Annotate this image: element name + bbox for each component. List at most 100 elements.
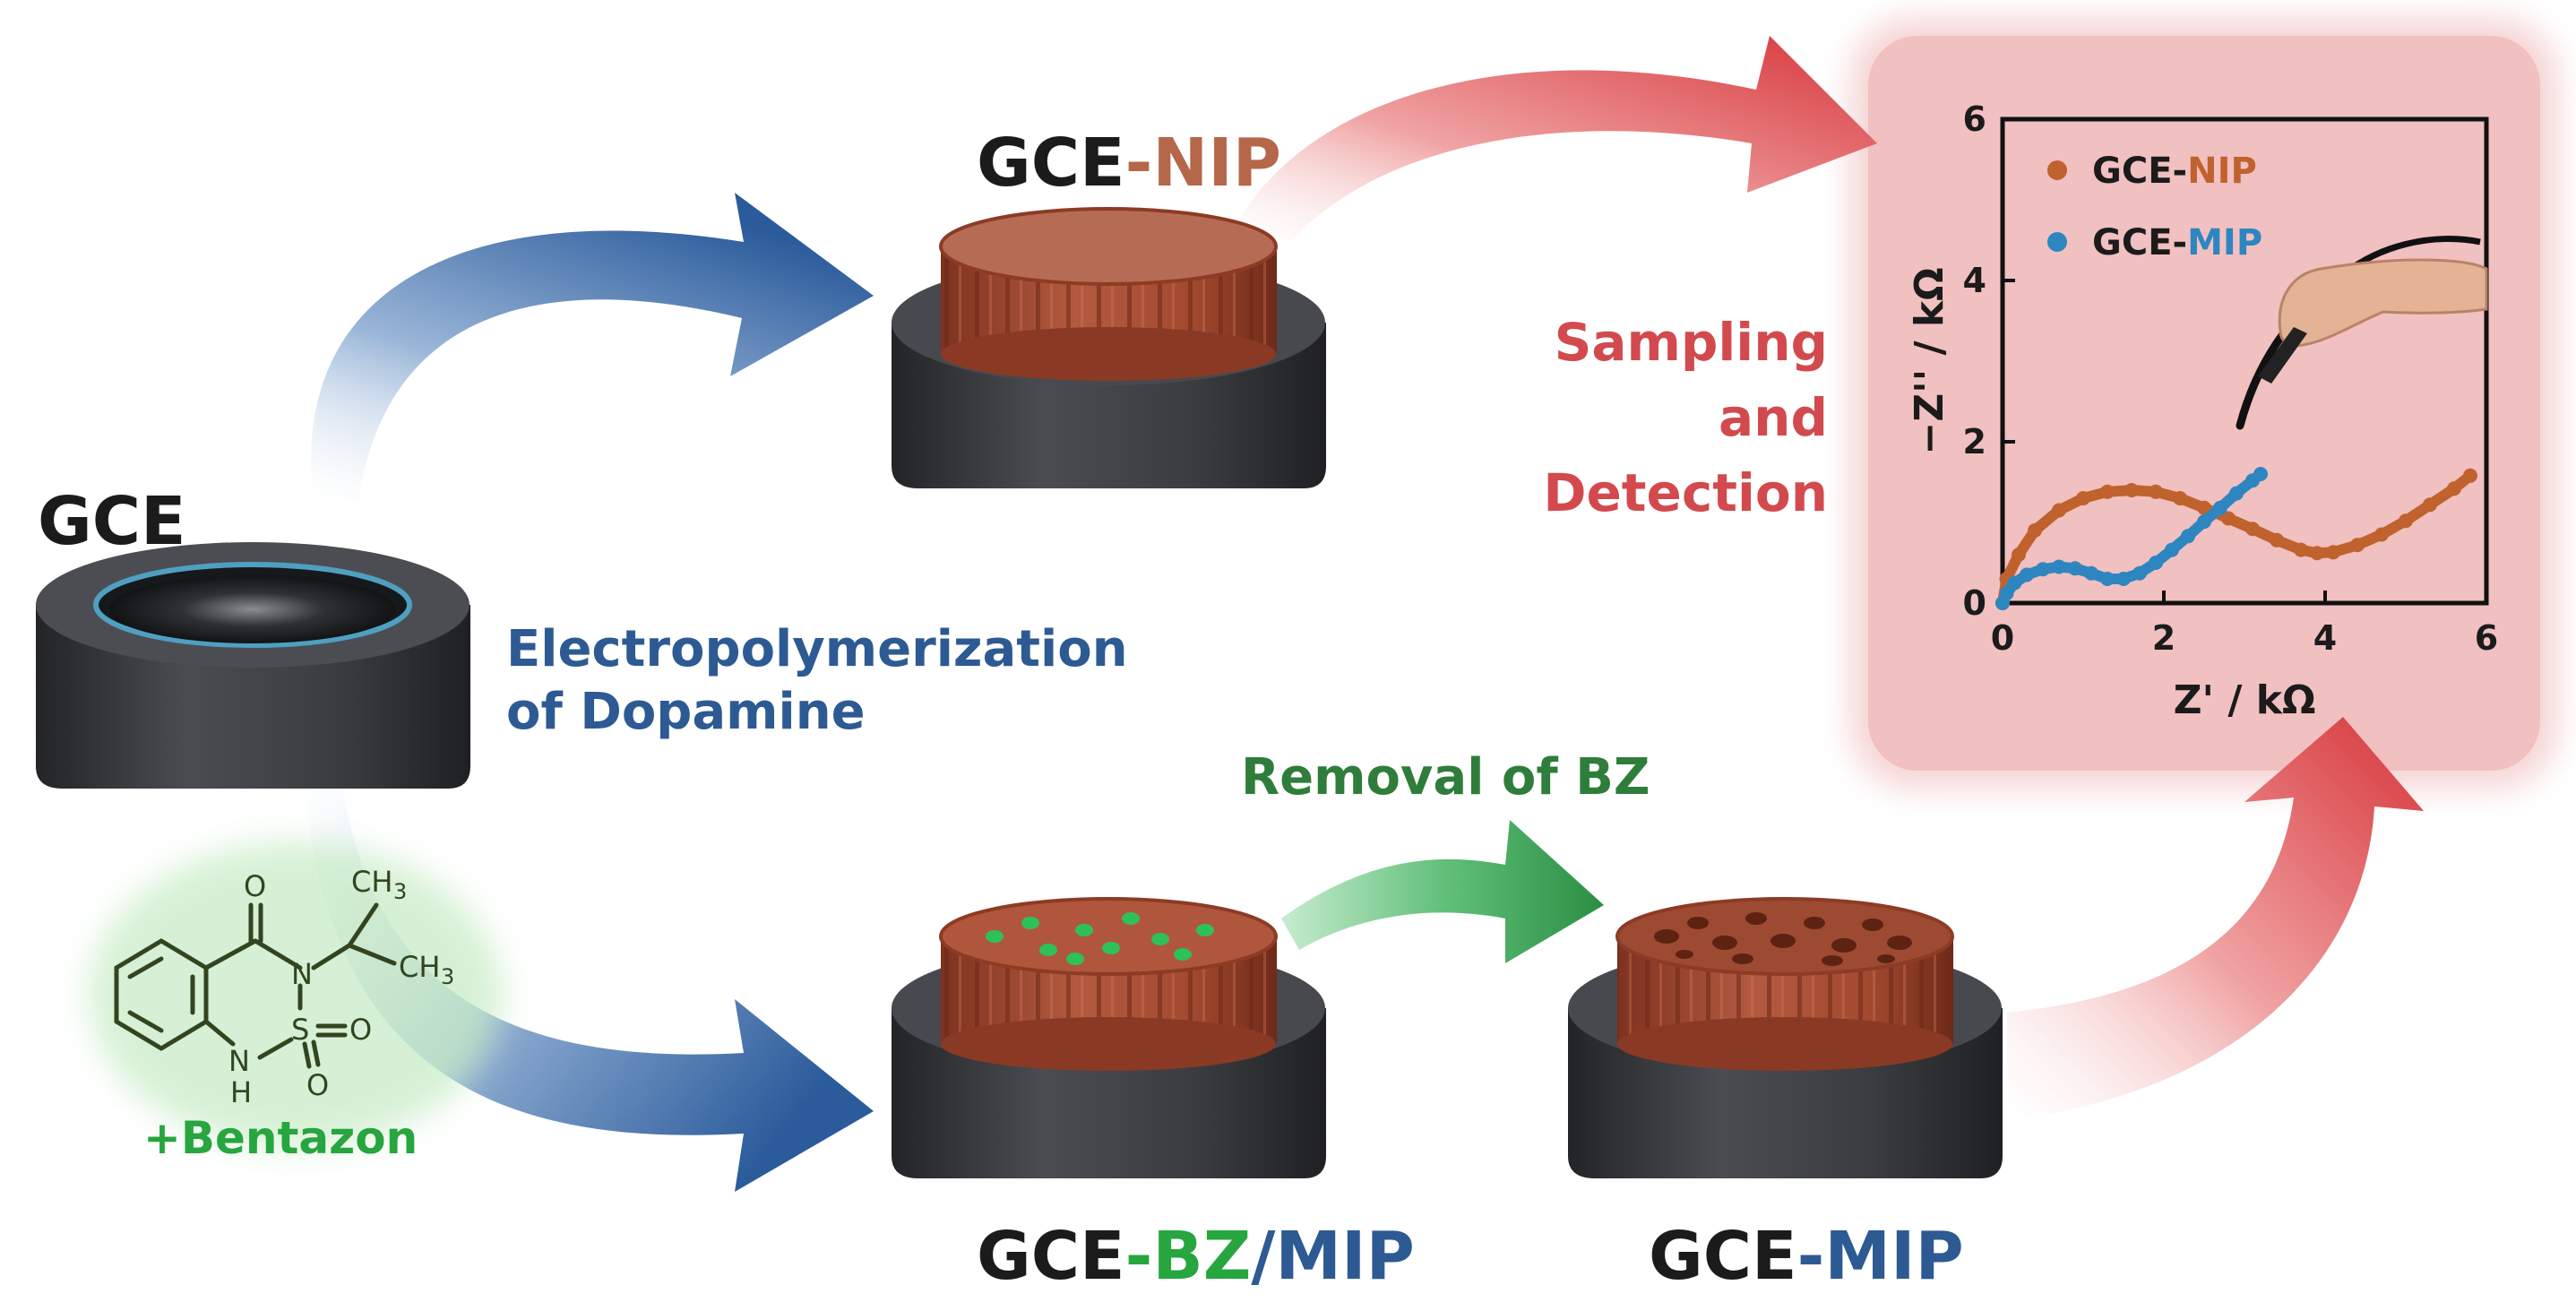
label-gce-bz-mip-slash: / bbox=[1251, 1218, 1276, 1295]
label-gce-bz-mip-bz: BZ bbox=[1152, 1218, 1252, 1295]
label-gce: GCE bbox=[38, 483, 186, 560]
chart-plot-frame bbox=[2000, 116, 2489, 606]
data-point bbox=[2012, 548, 2026, 562]
blue-arrow-to-bz-mip bbox=[305, 771, 874, 1192]
data-point bbox=[2165, 542, 2179, 557]
atom-ch3-top-sub: 3 bbox=[393, 879, 407, 904]
electrode-gce-nip bbox=[892, 207, 1326, 488]
hand-pen-illustration bbox=[2236, 236, 2488, 430]
label-gce-mip: GCE-MIP bbox=[1649, 1223, 1964, 1289]
atom-s: S bbox=[291, 1013, 309, 1047]
y-tick-label: 2 bbox=[1963, 422, 1986, 461]
data-point bbox=[2229, 486, 2244, 501]
data-point bbox=[2253, 467, 2268, 481]
data-point bbox=[2007, 575, 2022, 591]
red-arrow-from-mip bbox=[2007, 717, 2424, 1120]
data-point bbox=[2068, 561, 2082, 576]
impedance-chart: 0 2 4 6 0 2 4 6 Z' / kΩ −Z'' / kΩ GCE-NIP GCE-… bbox=[1907, 99, 2498, 723]
electrode-gce-mip bbox=[1568, 897, 2003, 1178]
atom-n-ring: N bbox=[291, 957, 313, 991]
x-axis-label: Z' / kΩ bbox=[2174, 677, 2316, 723]
data-point bbox=[1999, 586, 2014, 601]
label-gce-nip-prefix: GCE bbox=[977, 125, 1125, 202]
label-electropolymerization: Electropolymerization of Dopamine bbox=[506, 618, 1128, 744]
data-point bbox=[2181, 529, 2195, 544]
data-point bbox=[2052, 559, 2066, 574]
data-point bbox=[2036, 562, 2050, 577]
label-gce-nip-dash: - bbox=[1124, 125, 1153, 202]
y-tick-label: 0 bbox=[1963, 583, 1986, 623]
atom-ch3-right-sub: 3 bbox=[441, 964, 454, 989]
chart-series bbox=[1995, 467, 2477, 610]
data-point bbox=[2374, 527, 2389, 542]
legend-marker-mip bbox=[2047, 232, 2067, 252]
data-point bbox=[2020, 567, 2034, 582]
data-point bbox=[2350, 538, 2365, 553]
series-mip bbox=[1995, 467, 2268, 610]
atom-o-carbonyl: O bbox=[244, 869, 266, 903]
legend-label-mip: GCE-MIP bbox=[2092, 222, 2262, 263]
label-removal-of-bz: Removal of BZ bbox=[1241, 748, 1650, 806]
label-gce-nip-suffix: NIP bbox=[1152, 125, 1282, 202]
label-detection: Detection bbox=[1543, 462, 1828, 524]
x-tick-label: 6 bbox=[2475, 618, 2498, 658]
y-tick-label: 6 bbox=[1963, 99, 1986, 139]
label-sampling-detection: Sampling and Detection bbox=[1523, 305, 1828, 530]
data-point bbox=[2197, 500, 2211, 515]
label-electropolymerization-line2: of Dopamine bbox=[506, 683, 866, 741]
data-point bbox=[2149, 484, 2163, 499]
data-point bbox=[2423, 497, 2437, 513]
blue-arrow-to-nip bbox=[311, 193, 874, 502]
atom-n-amine: N bbox=[228, 1044, 250, 1078]
red-arrow-to-detection bbox=[1236, 36, 1877, 242]
atom-o-bottom: O bbox=[306, 1068, 329, 1102]
label-gce-bz-mip: GCE-BZ/MIP bbox=[977, 1223, 1415, 1289]
label-gce-mip-dash: - bbox=[1796, 1218, 1825, 1295]
legend-marker-nip bbox=[2047, 160, 2067, 180]
atom-h: H bbox=[230, 1075, 252, 1109]
data-point bbox=[2326, 545, 2340, 560]
label-gce-bz-mip-dash: - bbox=[1124, 1218, 1153, 1295]
data-point bbox=[2124, 483, 2139, 497]
atom-ch3-top: CH bbox=[351, 865, 392, 899]
green-arrow-removal bbox=[1281, 820, 1604, 963]
label-gce-bz-mip-mip: MIP bbox=[1275, 1218, 1415, 1295]
legend-label-nip: GCE-NIP bbox=[2092, 151, 2257, 192]
data-point bbox=[2149, 556, 2163, 570]
data-point bbox=[2076, 491, 2090, 505]
data-point bbox=[2310, 546, 2324, 561]
data-point bbox=[2084, 565, 2098, 581]
imprinted-cavities bbox=[1654, 912, 1912, 966]
data-point bbox=[2447, 481, 2461, 496]
label-sampling: Sampling bbox=[1554, 312, 1828, 373]
data-point bbox=[2294, 542, 2308, 557]
data-point bbox=[2132, 565, 2147, 581]
data-point bbox=[2197, 514, 2211, 530]
atom-ch3-right: CH bbox=[399, 950, 440, 984]
y-tick-label: 4 bbox=[1963, 261, 1986, 300]
data-point bbox=[2173, 491, 2187, 505]
data-point bbox=[2052, 503, 2066, 518]
label-gce-mip-prefix: GCE bbox=[1649, 1218, 1797, 1295]
data-point bbox=[2270, 532, 2284, 548]
x-tick-label: 0 bbox=[1991, 618, 2014, 658]
label-and: and bbox=[1719, 387, 1828, 449]
data-point bbox=[2100, 572, 2115, 586]
label-gce-nip: GCE-NIP bbox=[977, 130, 1281, 196]
label-gce-bz-mip-prefix: GCE bbox=[977, 1218, 1125, 1295]
x-tick-label: 2 bbox=[2152, 618, 2175, 658]
data-point bbox=[2100, 484, 2115, 499]
data-point bbox=[2463, 468, 2477, 483]
y-axis-label: −Z'' / kΩ bbox=[1907, 267, 1952, 454]
x-tick-label: 4 bbox=[2313, 618, 2337, 658]
electrode-gce bbox=[36, 542, 470, 789]
data-point bbox=[2399, 513, 2413, 529]
data-point bbox=[2221, 511, 2236, 526]
data-point bbox=[2245, 522, 2260, 537]
chart-legend: GCE-NIP GCE-MIP bbox=[2047, 151, 2262, 263]
label-bentazon: +Bentazon bbox=[143, 1112, 418, 1164]
y-axis-ticks: 0 2 4 6 bbox=[1963, 99, 2015, 623]
data-point bbox=[2213, 500, 2227, 515]
inset-panel bbox=[1850, 18, 2558, 789]
